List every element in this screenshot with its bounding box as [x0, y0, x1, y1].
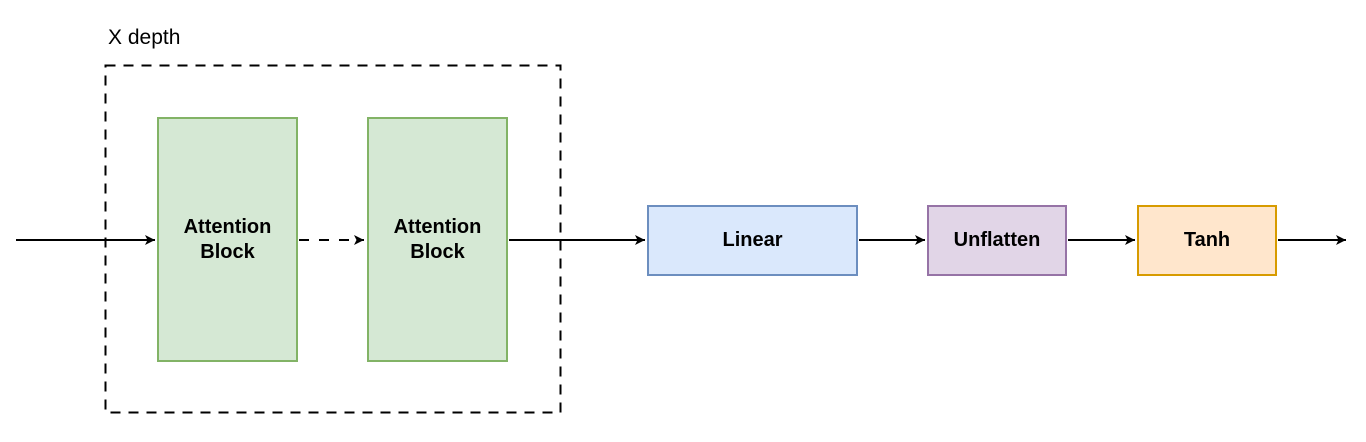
node-attention-block-2-label: Attention Block	[393, 215, 482, 263]
depth-group-label: X depth	[108, 26, 181, 49]
node-tanh-label: Tanh	[1183, 229, 1231, 251]
node-unflatten: Unflatten	[927, 205, 1067, 276]
node-tanh: Tanh	[1137, 205, 1277, 276]
node-attention-block-2: Attention Block	[367, 117, 508, 362]
node-linear-label: Linear	[722, 229, 783, 251]
node-linear: Linear	[647, 205, 858, 276]
node-attention-block-1: Attention Block	[157, 117, 298, 362]
node-attention-block-1-label: Attention Block	[183, 215, 272, 263]
node-unflatten-label: Unflatten	[953, 229, 1041, 251]
